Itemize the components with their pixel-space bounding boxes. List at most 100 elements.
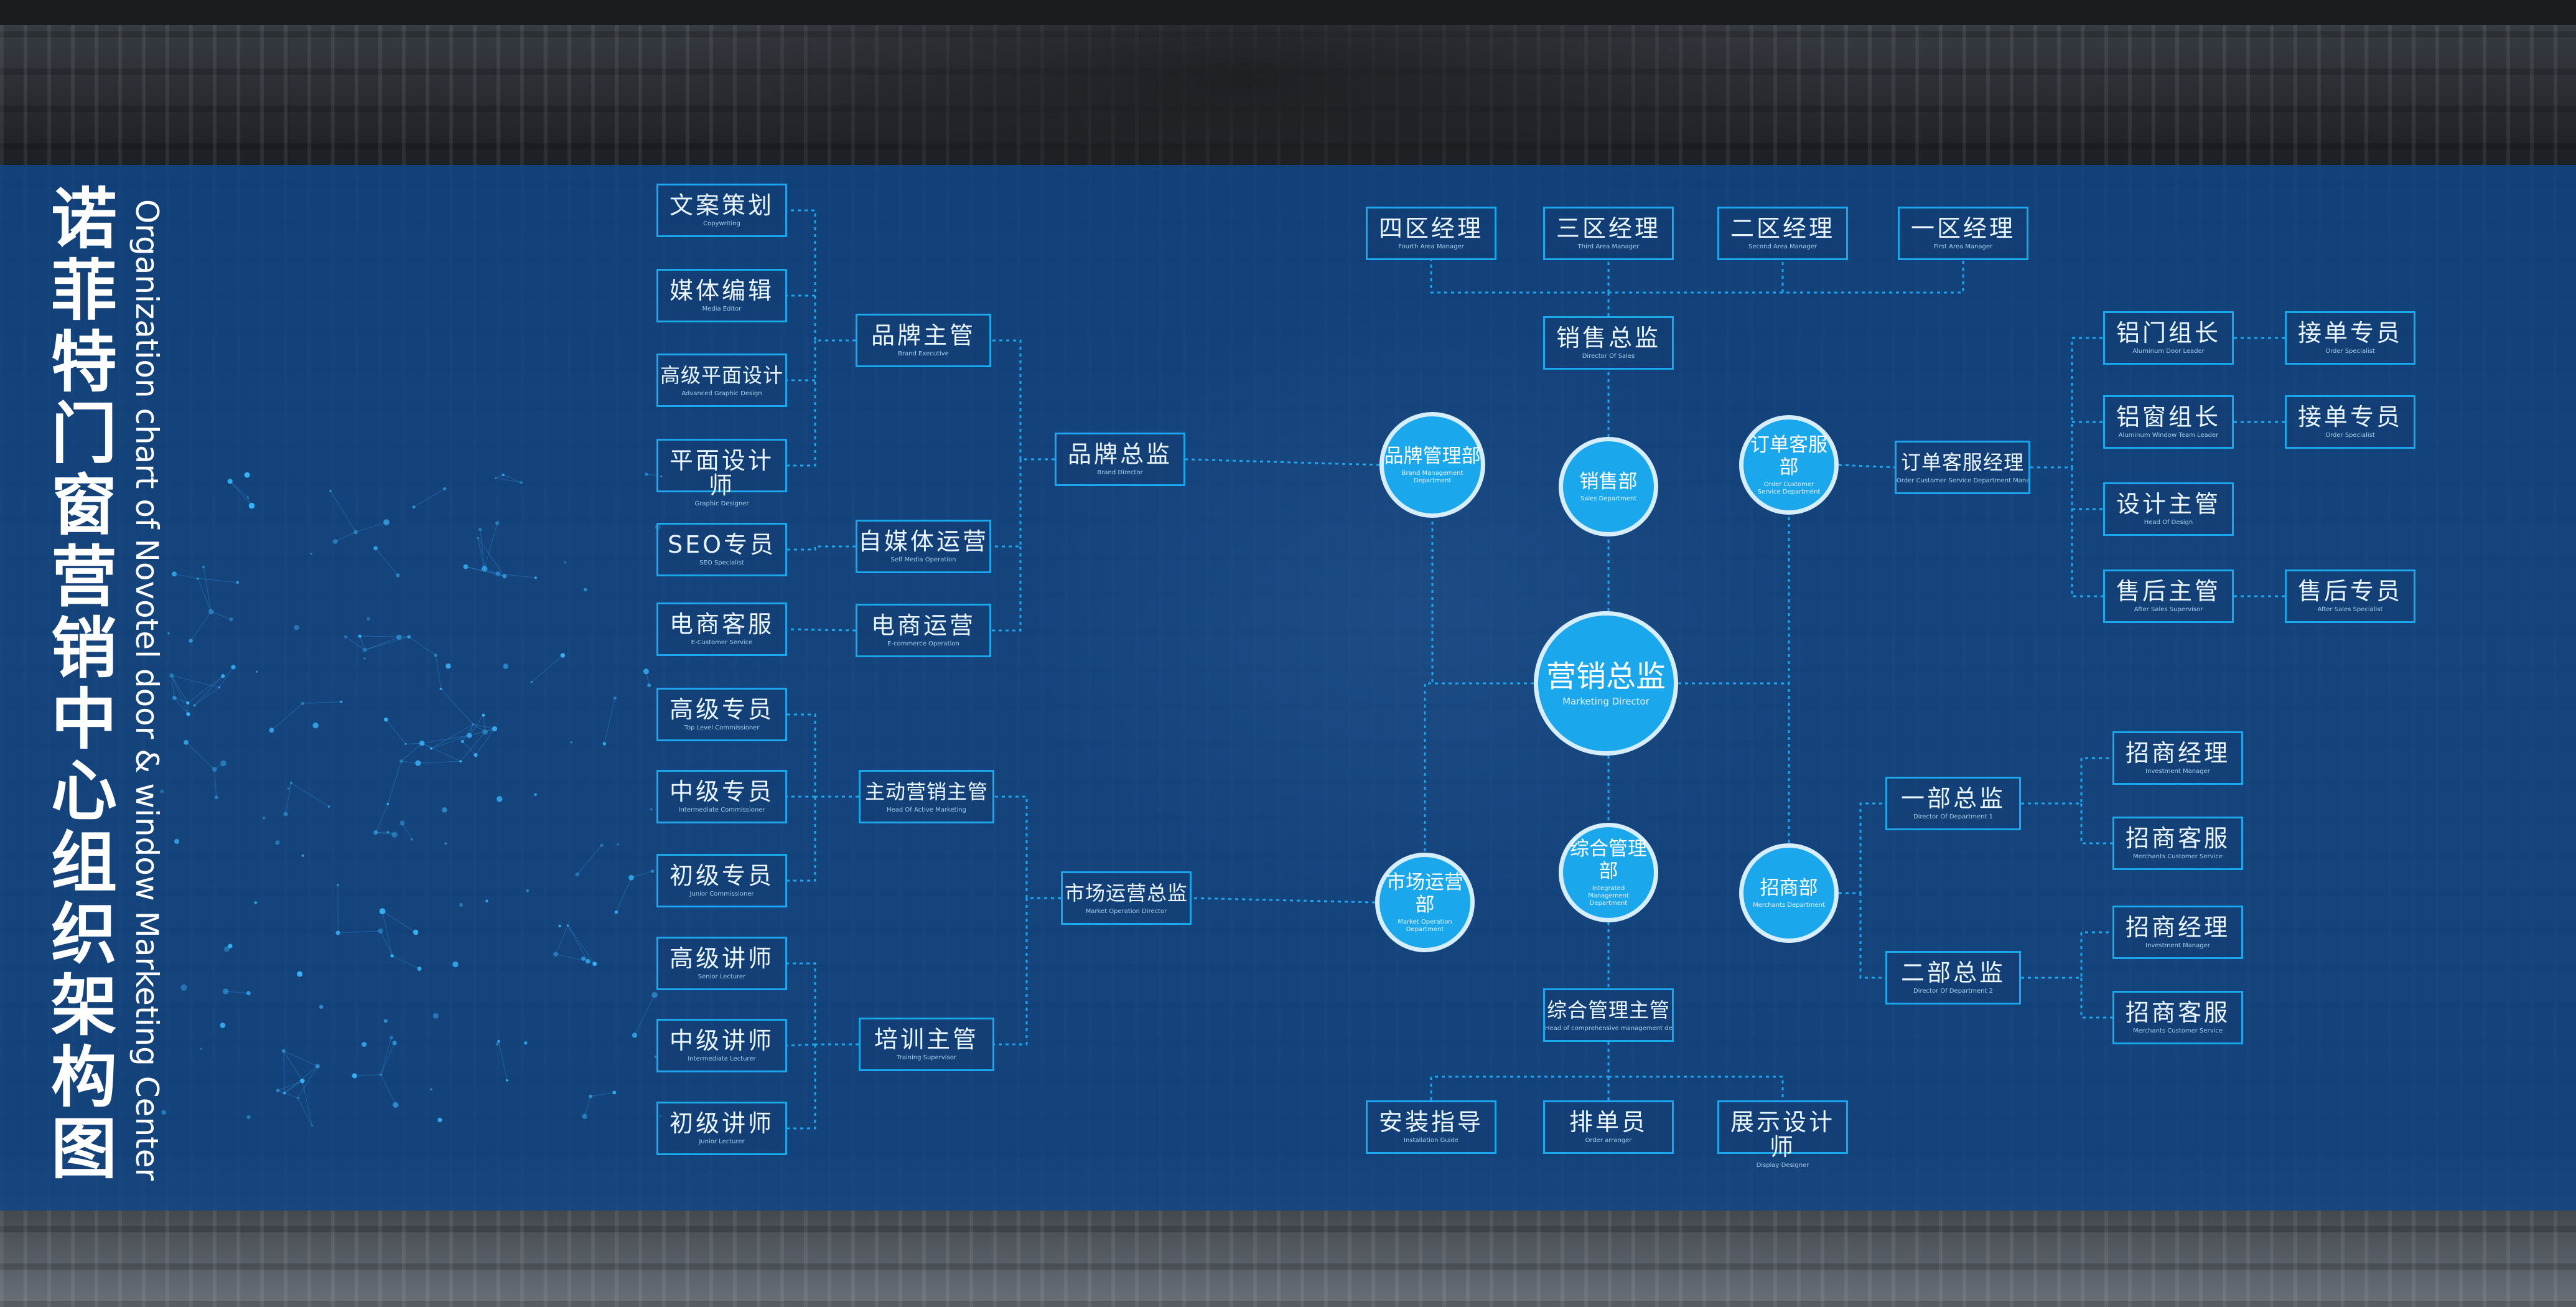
junior-commissioner-en: Junior Commissioner [689, 891, 754, 897]
network-link [422, 735, 470, 744]
network-link [284, 1080, 303, 1094]
network-dot [495, 521, 500, 525]
investment-manager-1-label: 招商经理 [2125, 739, 2230, 767]
network-link [555, 953, 589, 962]
top-commissioner-en: Top Level Commissioner [684, 724, 760, 731]
sales-director-label: 销售总监 [1556, 324, 1661, 352]
copywriting-en: Copywriting [703, 220, 740, 227]
network-dot [612, 1090, 616, 1095]
network-dot [393, 1102, 399, 1108]
connector [1431, 518, 1534, 685]
network-link [418, 761, 461, 764]
network-dot [482, 566, 488, 572]
network-link [460, 731, 485, 762]
network-dot [161, 1110, 166, 1115]
area3-manager-en: Third Area Manager [1577, 243, 1640, 250]
network-dot [399, 820, 405, 826]
network-link [283, 1051, 285, 1094]
network-dot [645, 472, 648, 476]
network-link [271, 703, 303, 731]
connector [2080, 978, 2112, 1019]
network-link [577, 845, 602, 875]
sales-director-en: Director Of Sales [1582, 353, 1635, 360]
network-dot [373, 546, 378, 551]
seo-specialist-label: SEO专员 [667, 531, 777, 558]
network-link [485, 728, 495, 733]
network-dot [218, 686, 221, 689]
aluminum-window-leader-label: 铝窗组长 [2116, 403, 2221, 431]
network-link [278, 1080, 303, 1091]
network-link [380, 1042, 395, 1075]
connector [787, 340, 816, 467]
network-link [631, 871, 653, 878]
network-dot [189, 639, 193, 643]
network-link [480, 529, 485, 569]
network-dot [467, 733, 472, 739]
connector [1608, 260, 1964, 294]
network-dot [534, 793, 537, 796]
network-dot [520, 481, 523, 484]
network-link [382, 911, 393, 956]
network-dot [246, 1115, 251, 1119]
area3-manager-label: 三区经理 [1556, 215, 1661, 242]
network-dot [362, 1042, 367, 1047]
connector [1608, 1075, 1784, 1100]
network-dot [650, 869, 655, 873]
network-link [297, 1066, 318, 1099]
network-link [171, 675, 189, 714]
network-link [214, 769, 217, 798]
design-head-en: Head Of Design [2144, 519, 2193, 526]
page-title: 诺菲特门窗营销中心组织架构图 [47, 187, 121, 1183]
connector [994, 795, 1061, 899]
network-dot [575, 872, 580, 877]
brand-director-en: Brand Director [1097, 469, 1143, 476]
network-link [431, 724, 474, 749]
order-department-label: 订单客服部 [1750, 434, 1827, 479]
network-dot [297, 971, 303, 977]
connector [1430, 1042, 1610, 1100]
network-link [413, 488, 445, 508]
network-dot [208, 609, 214, 615]
network-link [284, 1066, 318, 1094]
network-link [484, 568, 505, 577]
market-department-label: 市场运营部 [1386, 871, 1463, 916]
connector [1678, 515, 1790, 685]
network-dot [236, 581, 240, 584]
network-dot [231, 665, 236, 670]
network-dot [391, 832, 398, 838]
network-link [171, 675, 175, 698]
area2-manager-en: Second Area Manager [1748, 243, 1817, 250]
network-dot [227, 479, 233, 484]
aluminum-door-leader-label: 铝门组长 [2116, 319, 2221, 347]
network-link [503, 474, 521, 483]
network-link [365, 637, 399, 650]
connector [786, 1043, 816, 1047]
installation-guide-en: Installation Guide [1404, 1137, 1458, 1144]
network-link [225, 991, 249, 994]
after-sales-specialist-en: After Sales Specialist [2317, 606, 2383, 613]
network-dot [366, 617, 370, 621]
network-link [646, 474, 661, 477]
invest-department-circle: 招商部 Merchants Department [1739, 843, 1839, 943]
network-link [359, 635, 365, 650]
network-dot [319, 1005, 324, 1009]
network-dot [497, 1039, 500, 1043]
network-dot [392, 1041, 397, 1046]
aluminum-door-leader-en: Aluminum Door Leader [2132, 348, 2205, 355]
network-link [194, 675, 223, 706]
integrated-department-en: Integrated Management Department [1588, 885, 1629, 907]
network-link [462, 741, 476, 756]
network-link [567, 925, 589, 962]
network-link [197, 578, 212, 612]
brand-executive-label: 品牌主管 [870, 322, 976, 349]
network-dot [310, 552, 313, 555]
